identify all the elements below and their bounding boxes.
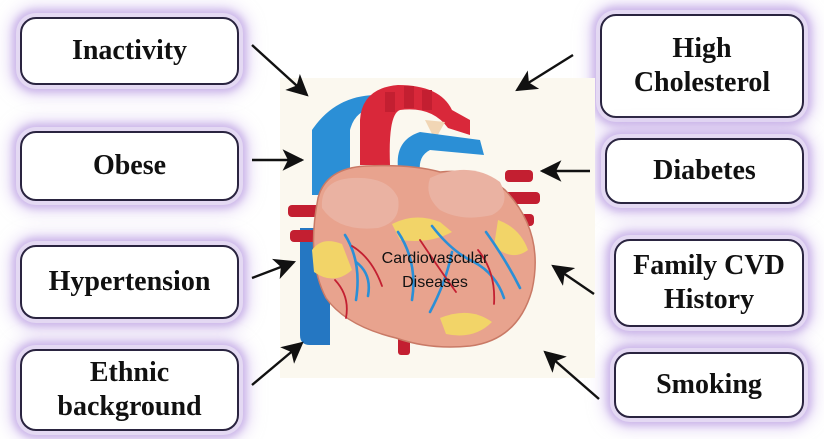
arrow-icon — [252, 343, 302, 385]
center-label-line2: Diseases — [402, 274, 468, 291]
arrow-icon — [553, 266, 594, 294]
arrow-icon — [252, 45, 307, 95]
arrow-icon — [252, 262, 294, 278]
center-label-line1: Cardiovascular — [382, 250, 489, 267]
arrow-icon — [545, 352, 599, 399]
heart-illustration — [288, 85, 540, 355]
arrow-icon — [517, 55, 573, 90]
